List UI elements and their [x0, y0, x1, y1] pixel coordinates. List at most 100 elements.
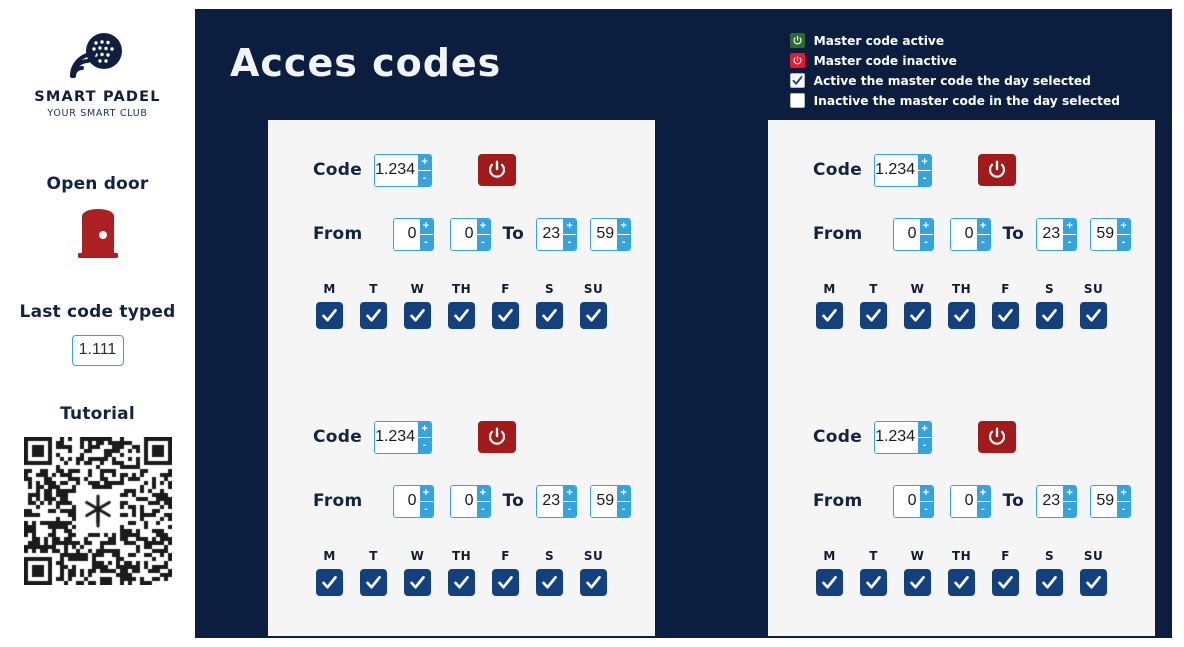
code-spinner-value[interactable]: 1.234: [375, 154, 419, 186]
code-spinner-value[interactable]: 1.234: [875, 421, 919, 453]
from-minute-spinner[interactable]: 0 + -: [949, 484, 991, 518]
from-hour-spinner-decrement[interactable]: -: [419, 234, 433, 250]
to-minute-spinner[interactable]: 59 + -: [1090, 217, 1132, 251]
to-hour-spinner-steppers[interactable]: + -: [1063, 218, 1077, 250]
to-minute-spinner[interactable]: 59 + -: [590, 484, 632, 518]
day-checkbox-SU[interactable]: [1080, 569, 1107, 596]
from-minute-spinner-steppers[interactable]: + -: [476, 485, 490, 517]
code-spinner-value[interactable]: 1.234: [875, 154, 919, 186]
from-hour-spinner-steppers[interactable]: + -: [919, 218, 933, 250]
day-checkbox-M[interactable]: [816, 569, 843, 596]
to-minute-spinner-value[interactable]: 59: [591, 485, 618, 517]
from-hour-spinner[interactable]: 0 + -: [392, 484, 434, 518]
to-minute-spinner-value[interactable]: 59: [1091, 218, 1118, 250]
from-hour-spinner[interactable]: 0 + -: [392, 217, 434, 251]
to-hour-spinner[interactable]: 23 + -: [1036, 217, 1078, 251]
master-code-power-button[interactable]: [478, 154, 517, 186]
to-minute-spinner-steppers[interactable]: + -: [1117, 485, 1131, 517]
day-checkbox-TH[interactable]: [948, 302, 975, 329]
from-minute-spinner-steppers[interactable]: + -: [476, 218, 490, 250]
code-spinner-increment[interactable]: +: [918, 421, 932, 437]
from-minute-spinner-increment[interactable]: +: [476, 485, 490, 501]
to-minute-spinner[interactable]: 59 + -: [590, 217, 632, 251]
from-hour-spinner-increment[interactable]: +: [919, 485, 933, 501]
from-hour-spinner-value[interactable]: 0: [893, 218, 920, 250]
to-hour-spinner-value[interactable]: 23: [1037, 485, 1064, 517]
last-code-input[interactable]: 1.111: [71, 335, 124, 366]
day-checkbox-SU[interactable]: [580, 569, 607, 596]
from-hour-spinner[interactable]: 0 + -: [892, 217, 934, 251]
to-hour-spinner-decrement[interactable]: -: [563, 501, 577, 517]
from-hour-spinner-decrement[interactable]: -: [419, 501, 433, 517]
code-spinner-decrement[interactable]: -: [418, 437, 432, 453]
from-hour-spinner-increment[interactable]: +: [419, 218, 433, 234]
to-minute-spinner-value[interactable]: 59: [591, 218, 618, 250]
from-hour-spinner-increment[interactable]: +: [919, 218, 933, 234]
master-code-power-button[interactable]: [478, 421, 517, 453]
from-hour-spinner-value[interactable]: 0: [393, 485, 420, 517]
code-spinner[interactable]: 1.234 + -: [374, 153, 433, 187]
from-minute-spinner-value[interactable]: 0: [950, 485, 977, 517]
day-checkbox-W[interactable]: [404, 569, 431, 596]
to-minute-spinner-decrement[interactable]: -: [617, 234, 631, 250]
to-minute-spinner-increment[interactable]: +: [1117, 218, 1131, 234]
code-spinner-steppers[interactable]: + -: [918, 154, 932, 186]
day-checkbox-T[interactable]: [860, 302, 887, 329]
to-hour-spinner-steppers[interactable]: + -: [563, 485, 577, 517]
from-minute-spinner[interactable]: 0 + -: [949, 217, 991, 251]
from-minute-spinner-value[interactable]: 0: [450, 218, 477, 250]
code-spinner-value[interactable]: 1.234: [375, 421, 419, 453]
day-checkbox-T[interactable]: [860, 569, 887, 596]
day-checkbox-TH[interactable]: [948, 569, 975, 596]
day-checkbox-SU[interactable]: [580, 302, 607, 329]
day-checkbox-W[interactable]: [904, 569, 931, 596]
from-minute-spinner-increment[interactable]: +: [976, 485, 990, 501]
from-hour-spinner-decrement[interactable]: -: [919, 234, 933, 250]
to-hour-spinner-increment[interactable]: +: [1063, 218, 1077, 234]
to-hour-spinner-value[interactable]: 23: [537, 218, 564, 250]
qr-code-icon[interactable]: [23, 437, 172, 585]
from-minute-spinner-decrement[interactable]: -: [476, 501, 490, 517]
from-hour-spinner-steppers[interactable]: + -: [919, 485, 933, 517]
day-checkbox-T[interactable]: [360, 302, 387, 329]
from-minute-spinner-increment[interactable]: +: [976, 218, 990, 234]
to-hour-spinner[interactable]: 23 + -: [536, 484, 578, 518]
code-spinner[interactable]: 1.234 + -: [874, 153, 933, 187]
code-spinner[interactable]: 1.234 + -: [374, 420, 433, 454]
to-minute-spinner-decrement[interactable]: -: [1117, 501, 1131, 517]
to-hour-spinner-value[interactable]: 23: [537, 485, 564, 517]
code-spinner-increment[interactable]: +: [418, 421, 432, 437]
day-checkbox-SU[interactable]: [1080, 302, 1107, 329]
day-checkbox-F[interactable]: [992, 569, 1019, 596]
to-minute-spinner-steppers[interactable]: + -: [617, 485, 631, 517]
to-hour-spinner-increment[interactable]: +: [563, 485, 577, 501]
day-checkbox-F[interactable]: [992, 302, 1019, 329]
to-hour-spinner[interactable]: 23 + -: [536, 217, 578, 251]
to-hour-spinner-increment[interactable]: +: [1063, 485, 1077, 501]
day-checkbox-W[interactable]: [904, 302, 931, 329]
code-spinner-decrement[interactable]: -: [418, 170, 432, 186]
from-hour-spinner-decrement[interactable]: -: [919, 501, 933, 517]
day-checkbox-S[interactable]: [1036, 569, 1063, 596]
from-minute-spinner[interactable]: 0 + -: [449, 484, 491, 518]
from-hour-spinner-steppers[interactable]: + -: [419, 485, 433, 517]
from-minute-spinner-steppers[interactable]: + -: [976, 485, 990, 517]
from-minute-spinner-value[interactable]: 0: [450, 485, 477, 517]
code-spinner-steppers[interactable]: + -: [918, 421, 932, 453]
to-minute-spinner-decrement[interactable]: -: [1117, 234, 1131, 250]
from-hour-spinner-increment[interactable]: +: [419, 485, 433, 501]
from-hour-spinner-steppers[interactable]: + -: [419, 218, 433, 250]
to-hour-spinner-decrement[interactable]: -: [563, 234, 577, 250]
to-minute-spinner-decrement[interactable]: -: [617, 501, 631, 517]
day-checkbox-S[interactable]: [1036, 302, 1063, 329]
code-spinner-increment[interactable]: +: [418, 154, 432, 170]
code-spinner[interactable]: 1.234 + -: [874, 420, 933, 454]
tutorial-qr-code[interactable]: [23, 437, 172, 585]
from-minute-spinner-increment[interactable]: +: [476, 218, 490, 234]
day-checkbox-F[interactable]: [492, 302, 519, 329]
code-spinner-steppers[interactable]: + -: [418, 421, 432, 453]
from-minute-spinner-decrement[interactable]: -: [976, 234, 990, 250]
to-minute-spinner-increment[interactable]: +: [617, 485, 631, 501]
code-spinner-steppers[interactable]: + -: [418, 154, 432, 186]
from-hour-spinner[interactable]: 0 + -: [892, 484, 934, 518]
